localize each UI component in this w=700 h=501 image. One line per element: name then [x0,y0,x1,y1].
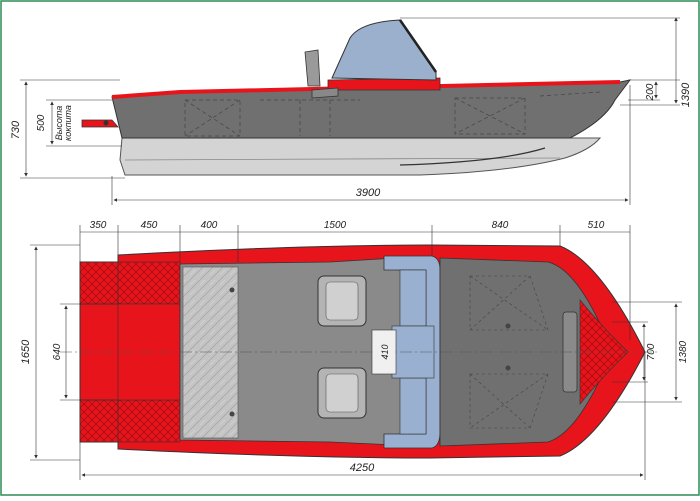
dim-total-height: 730 [10,120,22,139]
side-seat [304,49,321,87]
dim-seg-1: 350 [90,220,107,231]
side-view [81,19,632,176]
dim-side-length: 3900 [356,187,381,199]
dim-total-width: 1650 [20,339,32,364]
top-dimensions [30,225,682,480]
dim-transom-width: 640 [52,343,63,360]
top-view [60,244,660,459]
dim-seg-4: 1500 [324,220,347,231]
transom-sponson-top [79,261,119,305]
side-hull-topsides [111,79,632,139]
dim-bow-deck: 200 [645,83,656,101]
dim-seg-2: 450 [141,220,158,231]
dim-top-length: 4250 [350,462,375,474]
rear-platform [182,266,239,439]
dim-passage: 410 [380,344,390,359]
dim-bow-outer: 1380 [678,340,689,363]
dim-windshield-height: 1390 [680,82,692,107]
cockpit-caption-1: Высота [54,106,64,141]
cockpit-caption-2: кокпита [63,105,73,141]
dim-bow-inner: 700 [646,343,657,360]
dim-seg-6: 510 [588,220,605,231]
side-gunwale [111,80,621,99]
dim-seg-5: 840 [492,220,509,231]
dim-seg-3: 400 [201,220,218,231]
dim-cockpit-height: 500 [36,114,47,131]
side-hull-bottom [119,137,602,176]
side-dimensions [20,17,680,205]
transom-sponson-bottom [79,399,119,443]
